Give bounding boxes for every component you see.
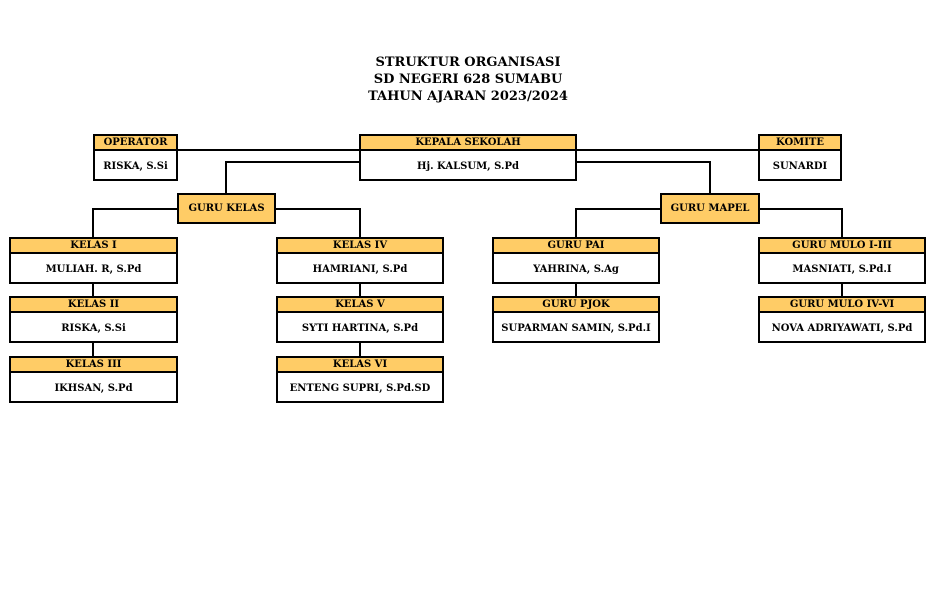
guru-pai-name: YAHRINA, S.Ag (533, 263, 619, 275)
komite-role: KOMITE (760, 136, 840, 151)
chart-title-line-1: STRUKTUR ORGANISASI (375, 55, 561, 70)
guru-mapel-right-branch (760, 208, 843, 238)
kelas-1-name: MULIAH. R, S.Pd (45, 263, 142, 275)
kelas-4-box: KELAS IV HAMRIANI, S.Pd (276, 237, 444, 284)
operator-name: RISKA, S.Si (103, 160, 168, 172)
guru-kelas-right-branch (276, 208, 361, 238)
komite-name: SUNARDI (772, 160, 828, 172)
kelas-6-name: ENTENG SUPRI, S.Pd.SD (289, 382, 431, 394)
kepala-sekolah-name: Hj. KALSUM, S.Pd (417, 160, 519, 172)
guru-pjok-role: GURU PJOK (494, 298, 658, 313)
guru-pai-role: GURU PAI (494, 239, 658, 254)
chart-title-line-3: TAHUN AJARAN 2023/2024 (368, 89, 568, 104)
kepala-sekolah-role: KEPALA SEKOLAH (361, 136, 575, 151)
kelas-5-name: SYTI HARTINA, S.Pd (301, 322, 419, 334)
guru-mulo-4-6-box: GURU MULO IV-VI NOVA ADRIYAWATI, S.Pd (758, 296, 926, 343)
kelas-4-role: KELAS IV (278, 239, 442, 254)
kelas-1-role: KELAS I (11, 239, 176, 254)
operator-box: OPERATOR RISKA, S.Si (93, 134, 178, 181)
kelas-2-box: KELAS II RISKA, S.Si (9, 296, 178, 343)
kepala-to-guru-mapel-line (576, 161, 711, 193)
kelas-3-name: IKHSAN, S.Pd (54, 382, 133, 394)
guru-mulo-1-3-name: MASNIATI, S.Pd.I (792, 263, 892, 275)
kelas-3-box: KELAS III IKHSAN, S.Pd (9, 356, 178, 403)
kelas-2-name: RISKA, S.Si (61, 322, 126, 334)
kelas-1-box: KELAS I MULIAH. R, S.Pd (9, 237, 178, 284)
komite-box: KOMITE SUNARDI (758, 134, 842, 181)
kelas-4-name: HAMRIANI, S.Pd (312, 263, 408, 275)
guru-mapel-label: GURU MAPEL (660, 193, 760, 224)
kepala-sekolah-box: KEPALA SEKOLAH Hj. KALSUM, S.Pd (359, 134, 577, 181)
kelas-3-role: KELAS III (11, 358, 176, 373)
guru-mulo-1-3-box: GURU MULO I-III MASNIATI, S.Pd.I (758, 237, 926, 284)
kelas-5-role: KELAS V (278, 298, 442, 313)
guru-mapel-left-branch (575, 208, 660, 238)
kelas-2-role: KELAS II (11, 298, 176, 313)
guru-pjok-name: SUPARMAN SAMIN, S.Pd.I (501, 322, 651, 334)
guru-kelas-left-branch (92, 208, 178, 238)
guru-mulo-1-3-role: GURU MULO I-III (760, 239, 924, 254)
guru-pai-box: GURU PAI YAHRINA, S.Ag (492, 237, 660, 284)
kepala-to-guru-kelas-line (225, 161, 360, 193)
guru-kelas-label: GURU KELAS (177, 193, 276, 224)
kelas-6-role: KELAS VI (278, 358, 442, 373)
guru-pjok-box: GURU PJOK SUPARMAN SAMIN, S.Pd.I (492, 296, 660, 343)
chart-title-line-2: SD NEGERI 628 SUMABU (373, 72, 563, 87)
kelas-5-box: KELAS V SYTI HARTINA, S.Pd (276, 296, 444, 343)
guru-mulo-4-6-name: NOVA ADRIYAWATI, S.Pd (771, 322, 913, 334)
operator-role: OPERATOR (95, 136, 176, 151)
kelas-6-box: KELAS VI ENTENG SUPRI, S.Pd.SD (276, 356, 444, 403)
guru-mulo-4-6-role: GURU MULO IV-VI (760, 298, 924, 313)
